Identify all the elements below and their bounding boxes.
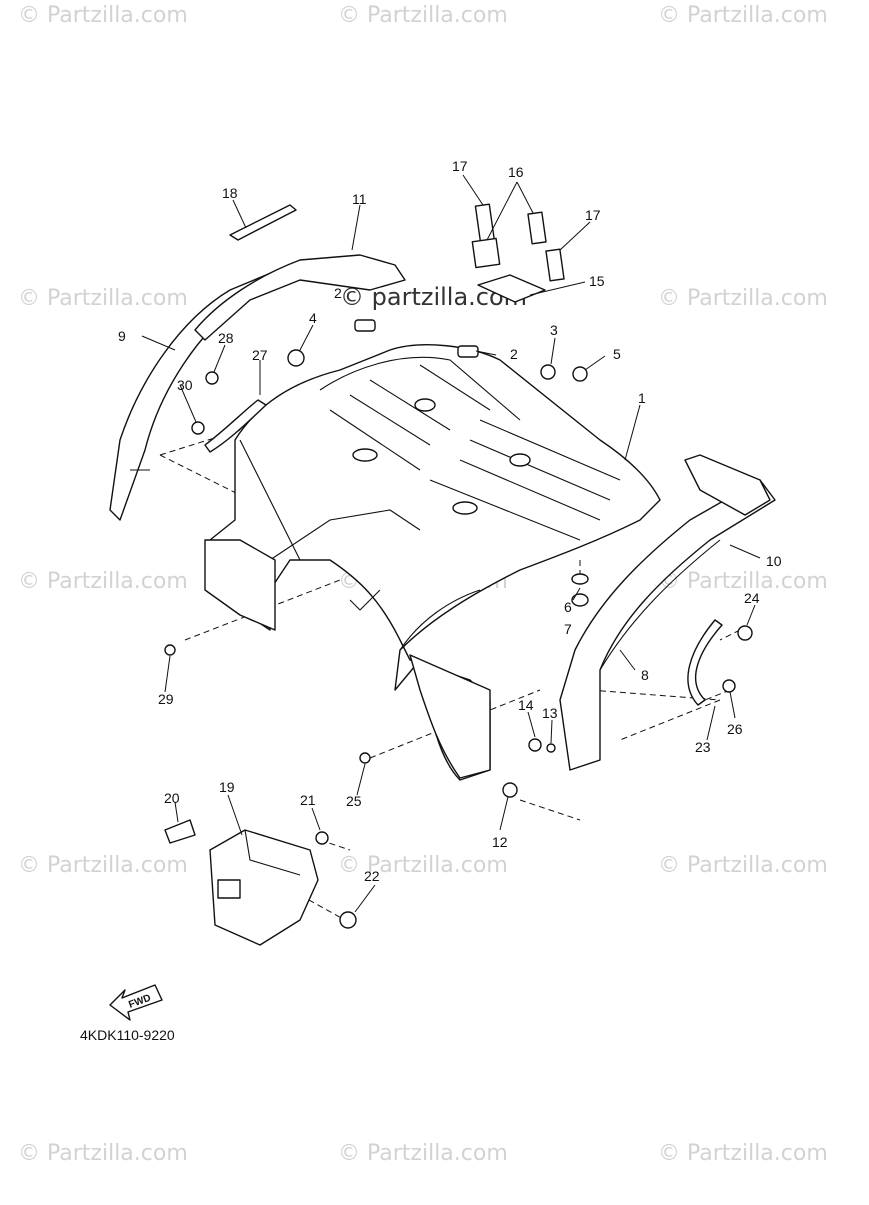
watermark: © Partzilla.com — [658, 3, 828, 28]
battery-box — [209, 829, 319, 946]
callout-9: 9 — [118, 328, 126, 344]
watermark-layer: © Partzilla.com © Partzilla.com © Partzi… — [18, 3, 828, 1166]
watermark: © Partzilla.com — [658, 1141, 828, 1166]
watermark: © Partzilla.com — [18, 853, 188, 878]
callout-16: 16 — [508, 164, 524, 180]
callout-14: 14 — [518, 697, 534, 713]
callout-2: 2 — [510, 346, 518, 362]
callout-3: 3 — [550, 322, 558, 338]
watermark: © Partzilla.com — [18, 286, 188, 311]
callout-19: 19 — [219, 779, 235, 795]
leader-lines — [141, 174, 761, 913]
callout-5: 5 — [613, 346, 621, 362]
callout-25: 25 — [346, 793, 362, 809]
callout-17: 17 — [585, 207, 601, 223]
watermark: © Partzilla.com — [658, 853, 828, 878]
callout-10: 10 — [766, 553, 782, 569]
callout-20: 20 — [164, 790, 180, 806]
callout-13: 13 — [542, 705, 558, 721]
small-parts — [109, 203, 753, 1021]
callout-12: 12 — [492, 834, 508, 850]
callout-27: 27 — [252, 347, 268, 363]
watermark: © Partzilla.com — [18, 569, 188, 594]
callout-23: 23 — [695, 739, 711, 755]
callout-1: 1 — [638, 390, 646, 406]
callout-21: 21 — [300, 792, 316, 808]
callout-24: 24 — [744, 590, 760, 606]
watermark: © Partzilla.com — [338, 853, 508, 878]
watermark: © Partzilla.com — [658, 286, 828, 311]
callout-7: 7 — [564, 621, 572, 637]
callout-29: 29 — [158, 691, 174, 707]
watermark: © Partzilla.com — [18, 1141, 188, 1166]
fender-flare-top-strip — [194, 254, 406, 341]
callout-labels: 1 2 2 3 4 5 6 7 8 9 10 11 12 13 14 15 16… — [118, 158, 782, 884]
callout-18: 18 — [222, 185, 238, 201]
callout-28: 28 — [218, 330, 234, 346]
watermark: © Partzilla.com — [338, 1141, 508, 1166]
callout-22: 22 — [364, 868, 380, 884]
watermark: © Partzilla.com — [658, 569, 828, 594]
callout-4: 4 — [309, 310, 317, 326]
callout-6: 6 — [564, 599, 572, 615]
callout-8: 8 — [641, 667, 649, 683]
callout-17: 17 — [452, 158, 468, 174]
callout-15: 15 — [589, 273, 605, 289]
callout-2: 2 — [334, 285, 342, 301]
diagram-code: 4KDK110-9220 — [80, 1027, 175, 1043]
callout-26: 26 — [727, 721, 743, 737]
watermark: © Partzilla.com — [338, 3, 508, 28]
watermark: © Partzilla.com — [18, 3, 188, 28]
rear-fender — [204, 344, 661, 781]
callout-11: 11 — [352, 191, 367, 207]
callout-30: 30 — [177, 377, 193, 393]
right-fender-flare — [559, 454, 776, 771]
